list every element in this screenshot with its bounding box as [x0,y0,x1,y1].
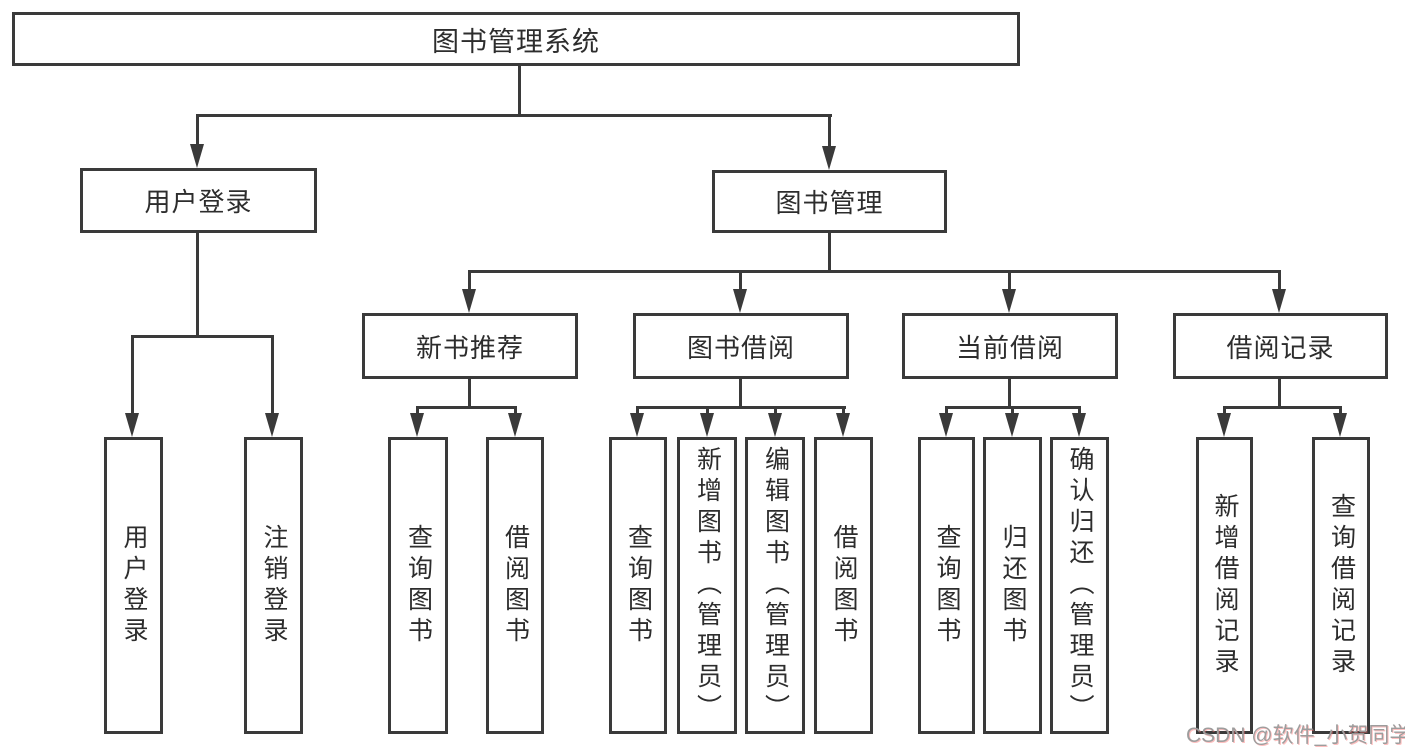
connector-drop-leaf [1010,406,1014,415]
arrowhead-down-icon [1272,289,1286,313]
connector-borrow-bar [635,406,846,409]
node-book-management: 图书管理 [712,170,947,233]
arrowhead-down-icon [939,413,953,437]
arrowhead-down-icon [1002,289,1016,313]
connector-drop-recommend [467,270,471,291]
arrowhead-down-icon [462,289,476,313]
leaf-return-book: 归还图书 [983,437,1042,734]
arrowhead-down-icon [265,413,279,437]
connector-drop-leaf [635,406,639,415]
connector-drop-leaf [1338,406,1342,415]
leaf-query-books-current: 查询图书 [918,437,975,734]
connector-drop-borrow [738,270,742,291]
connector-login-bar [131,335,274,338]
connector-login-stem [195,233,199,337]
connector-drop-leaf [415,406,419,415]
connector-mgmt-stem [827,233,831,272]
arrowhead-down-icon [410,413,424,437]
leaf-query-borrow-record: 查询借阅记录 [1312,437,1370,734]
connector-drop-book-management [828,114,831,148]
node-book-borrow: 图书借阅 [633,313,849,379]
node-current-borrow: 当前借阅 [902,313,1118,379]
leaf-user-login: 用户登录 [104,437,163,734]
leaf-add-borrow-record: 新增借阅记录 [1196,437,1253,734]
node-new-book-recommend: 新书推荐 [362,313,578,379]
arrowhead-down-icon [1005,413,1019,437]
connector-borrow-stem [738,379,742,408]
arrowhead-down-icon [190,144,204,168]
connector-records-stem [1277,377,1281,408]
connector-drop-leaf [705,406,709,415]
arrowhead-down-icon [1217,413,1231,437]
connector-drop-leaf [271,335,274,415]
leaf-query-books-borrow: 查询图书 [609,437,667,734]
connector-root-stem [517,66,521,116]
connector-root-bar [195,114,832,117]
connector-drop-leaf [944,406,948,415]
arrowhead-down-icon [508,413,522,437]
connector-current-stem [1007,379,1011,408]
leaf-logout: 注销登录 [244,437,303,734]
connector-drop-records [1277,270,1281,291]
connector-drop-leaf [1222,406,1226,415]
node-borrow-records: 借阅记录 [1173,313,1388,379]
node-user-login: 用户登录 [80,168,317,233]
arrowhead-down-icon [768,413,782,437]
leaf-borrow-books-recommend: 借阅图书 [486,437,544,734]
arrowhead-down-icon [836,413,850,437]
leaf-query-books-recommend: 查询图书 [388,437,448,734]
leaf-confirm-return-admin: 确认归还（管理员） [1050,437,1109,734]
arrowhead-down-icon [1072,413,1086,437]
arrowhead-down-icon [1333,413,1347,437]
connector-mgmt-bar [467,270,1281,273]
arrowhead-down-icon [733,289,747,313]
csdn-watermark: CSDN @软件_小贺同学 [1186,724,1405,747]
connector-drop-leaf [513,406,517,415]
connector-recommend-stem [467,379,471,408]
arrowhead-down-icon [125,413,139,437]
arrowhead-down-icon [630,413,644,437]
node-root: 图书管理系统 [12,12,1020,66]
connector-records-bar [1222,406,1342,409]
leaf-edit-book-admin: 编辑图书（管理员） [745,437,805,734]
connector-drop-current [1007,270,1011,291]
arrowhead-down-icon [822,146,836,170]
connector-drop-leaf [773,406,777,415]
arrowhead-down-icon [700,413,714,437]
connector-drop-leaf [841,406,845,415]
connector-recommend-bar [415,406,517,409]
connector-drop-leaf [131,335,134,415]
connector-drop-user-login [195,114,199,146]
leaf-add-book-admin: 新增图书（管理员） [677,437,737,734]
leaf-borrow-books: 借阅图书 [814,437,873,734]
connector-drop-leaf [1077,406,1081,415]
